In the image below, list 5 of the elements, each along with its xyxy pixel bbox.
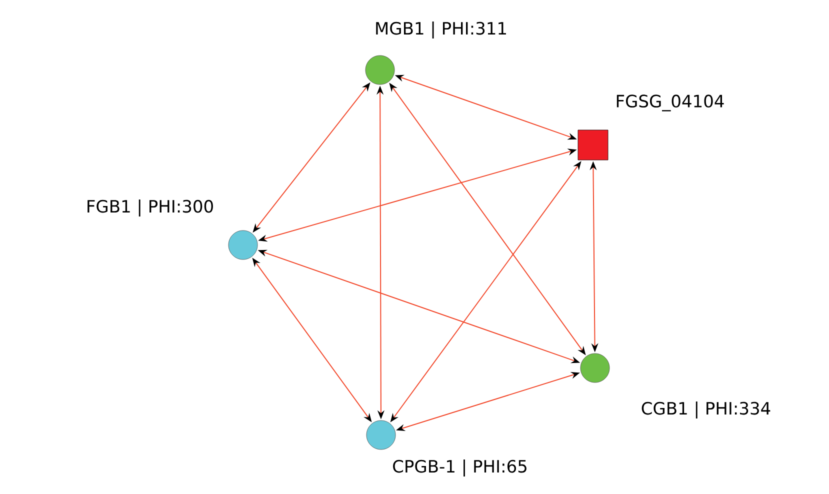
node-label: CPGB-1 | PHI:65 [393,460,526,476]
node-label: MGB1 | PHI:311 [376,22,506,38]
node-label: CGB1 | PHI:334 [642,402,770,418]
node-label: FGB1 | PHI:300 [88,200,213,216]
node-label: FGSG_04104 [616,94,724,112]
